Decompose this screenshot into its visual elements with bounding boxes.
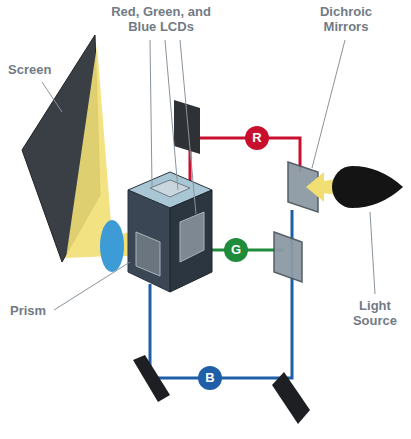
light-arrowhead	[306, 172, 324, 202]
lamp	[332, 166, 403, 208]
leader-line	[165, 40, 178, 190]
blue-lcd	[136, 232, 160, 276]
part-label: Screen	[8, 62, 68, 77]
part-label: Red, Green, and Blue LCDs	[100, 4, 222, 34]
leader-line	[370, 212, 375, 294]
color-channel-circle: B	[198, 366, 222, 390]
mirror	[272, 372, 310, 424]
color-channel-circle: G	[224, 238, 248, 262]
prism-face	[128, 190, 170, 292]
projection-lens	[100, 220, 124, 272]
mirror	[174, 100, 200, 154]
green-lcd	[180, 212, 204, 262]
red-beam	[190, 138, 300, 182]
prism-face	[170, 190, 212, 292]
channel-letter: B	[205, 371, 214, 385]
leader-line	[312, 40, 345, 168]
part-label: Light Source	[344, 298, 406, 328]
part-label: Dichroic Mirrors	[296, 4, 396, 34]
part-label: Prism	[10, 303, 60, 318]
red-lcd	[150, 180, 190, 197]
color-channel-circle: R	[245, 126, 269, 150]
mirror	[133, 355, 170, 402]
leader-line	[54, 262, 130, 310]
channel-letter: R	[252, 131, 261, 145]
channel-letter: G	[231, 243, 241, 257]
green-beam	[212, 249, 284, 252]
leader-line	[180, 40, 196, 214]
leader-line	[150, 40, 152, 186]
leader-line	[42, 82, 62, 112]
dichroic-mirror	[274, 232, 302, 282]
